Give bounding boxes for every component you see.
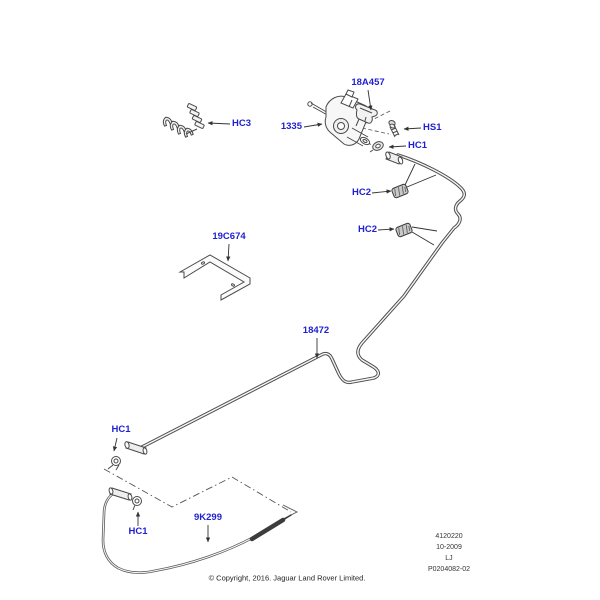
hose-fitting-bottom-drawing bbox=[108, 487, 142, 511]
copyright-notice: © Copyright, 2016. Jaguar Land Rover Lim… bbox=[208, 573, 366, 583]
callout-18472[interactable]: 18472 bbox=[302, 325, 330, 336]
screw-hs1-drawing bbox=[388, 119, 400, 138]
clip-hc2-upper-drawing bbox=[391, 183, 409, 199]
leader-lines bbox=[112, 89, 438, 543]
callout-18a457[interactable]: 18A457 bbox=[351, 77, 385, 88]
doc-date: 10-2009 bbox=[436, 544, 462, 551]
doc-drawing-id: P0204082-02 bbox=[427, 566, 471, 573]
bracket-19c674-drawing bbox=[178, 254, 251, 301]
tube-fitting-top-drawing bbox=[385, 151, 404, 165]
callout-9k299[interactable]: 9K299 bbox=[194, 512, 222, 523]
tube-fitting-mid-drawing bbox=[107, 441, 148, 471]
doc-info-block: 4120220 10-2009 LJ P0204082-02 bbox=[428, 531, 470, 575]
clip-stack-hc3-drawing bbox=[162, 103, 205, 138]
bracket-18a457-drawing bbox=[355, 103, 378, 124]
grommet-hc1-top-drawing bbox=[369, 141, 384, 153]
hose-9k299-drawing bbox=[101, 490, 292, 574]
tube-18472-drawing bbox=[140, 153, 466, 449]
callout-hc2-upper[interactable]: HC2 bbox=[352, 187, 372, 198]
clip-hc2-lower-drawing bbox=[395, 222, 413, 238]
callout-1335[interactable]: 1335 bbox=[280, 121, 302, 132]
doc-number: 4120220 bbox=[435, 533, 463, 540]
callout-19c674[interactable]: 19C674 bbox=[212, 231, 246, 242]
callout-hc1-bottom[interactable]: HC1 bbox=[128, 526, 148, 537]
callout-hc2-lower[interactable]: HC2 bbox=[358, 224, 378, 235]
callout-hc1-mid[interactable]: HC1 bbox=[111, 424, 131, 435]
master-cylinder-drawing bbox=[307, 89, 371, 147]
callout-hs1[interactable]: HS1 bbox=[423, 122, 442, 133]
callout-hc3[interactable]: HC3 bbox=[232, 118, 252, 129]
doc-model-code: LJ bbox=[445, 555, 453, 562]
callout-hc1-top[interactable]: HC1 bbox=[408, 140, 428, 151]
